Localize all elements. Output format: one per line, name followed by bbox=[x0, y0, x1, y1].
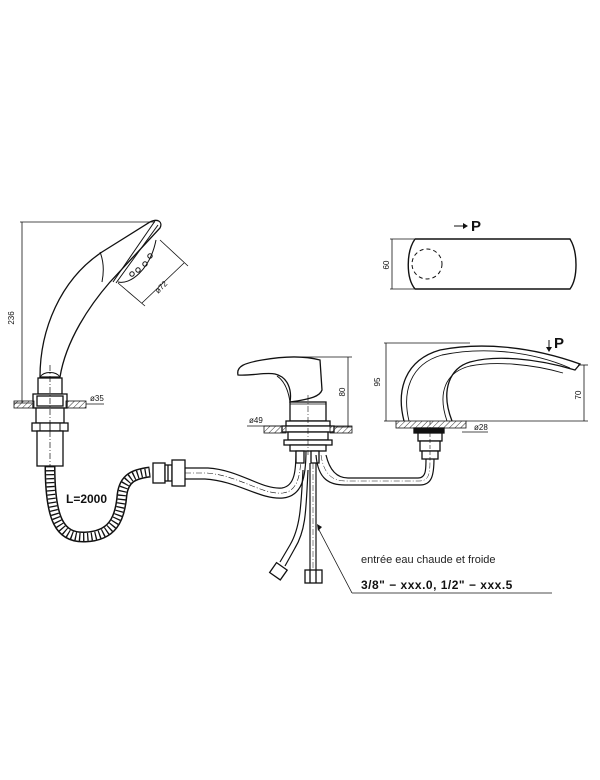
dimension-72 bbox=[117, 239, 189, 307]
dim-label: 70 bbox=[574, 390, 583, 399]
inlet-hoses bbox=[279, 463, 317, 570]
dim-label: 60 bbox=[382, 260, 391, 269]
inlet-note-title: entrée eau chaude et froide bbox=[361, 554, 496, 566]
hose-connector bbox=[152, 459, 186, 487]
dim-label: 80 bbox=[338, 387, 347, 396]
deck-section bbox=[65, 400, 87, 409]
dim-label: 236 bbox=[7, 311, 16, 325]
dimension-95 bbox=[384, 342, 470, 422]
inlet-note-spec: 3/8" − xxx.0, 1/2" − xxx.5 bbox=[361, 578, 513, 592]
dim-label: ø49 bbox=[249, 416, 263, 425]
spout bbox=[400, 345, 582, 422]
mixer-body bbox=[237, 356, 335, 464]
dimension-60 bbox=[390, 238, 414, 290]
hand-shower bbox=[31, 219, 162, 467]
deck-section bbox=[329, 425, 353, 434]
dimension-80 bbox=[300, 356, 352, 428]
view-label: P bbox=[471, 218, 481, 235]
flexible-hose bbox=[44, 465, 151, 543]
dimension-236 bbox=[14, 221, 155, 404]
shower-supply-pipe bbox=[185, 449, 307, 499]
arrow-head-icon bbox=[546, 347, 552, 352]
spout-base bbox=[413, 421, 445, 460]
plan-view bbox=[407, 238, 577, 290]
inlet-fittings bbox=[268, 561, 323, 584]
dimension-70 bbox=[466, 364, 588, 422]
view-label: P bbox=[554, 335, 564, 352]
dim-label: ø28 bbox=[474, 423, 488, 432]
dim-label: 95 bbox=[373, 377, 382, 386]
inlet-leader bbox=[317, 527, 552, 594]
leader-arrow-icon bbox=[317, 524, 322, 531]
dim-label: ø35 bbox=[90, 394, 104, 403]
hose-length-label: L=2000 bbox=[66, 492, 107, 506]
spout-supply-pipe bbox=[315, 454, 435, 486]
deck-section bbox=[395, 420, 467, 429]
arrow-head-icon bbox=[463, 223, 468, 229]
deck-section bbox=[263, 425, 287, 434]
dim-label: ø72 bbox=[153, 279, 170, 296]
deck-section bbox=[13, 400, 35, 409]
